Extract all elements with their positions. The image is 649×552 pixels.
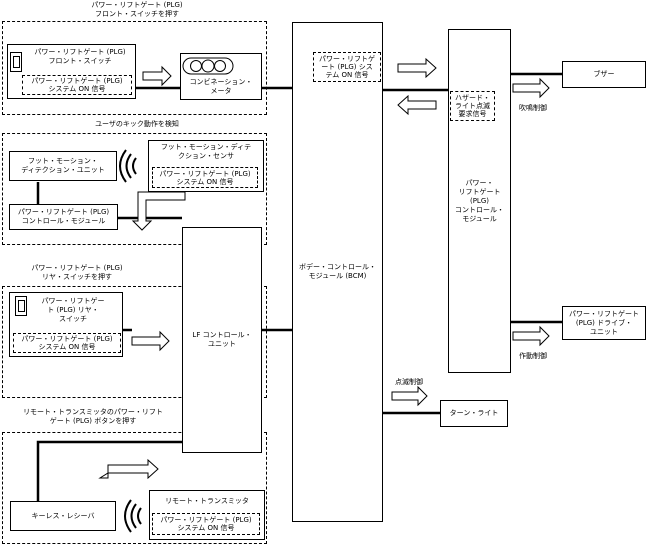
hazard-request-signal: ハザード・ ライト点滅 要求信号 bbox=[450, 91, 495, 121]
remote-group-caption: リモート・トランスミッタのパワー・リフト ゲート (PLG) ボタンを押す bbox=[23, 408, 163, 425]
rear-switch-group-caption: パワー・リフトゲート (PLG) リヤ・スイッチを押す bbox=[31, 264, 123, 281]
rear-switch-label: パワー・リフトゲー ト (PLG) リヤ・ スイッチ bbox=[41, 297, 105, 323]
kick-group-caption: ユーザのキック動作を検知 bbox=[95, 120, 179, 128]
arrow-icon bbox=[131, 330, 170, 352]
plg-control-module-right: パワー・ リフトゲート (PLG) コントロール・ モジュール bbox=[448, 29, 511, 373]
buzzer-control-label: 吹鳴制御 bbox=[519, 104, 547, 112]
drive-control-label: 作動制御 bbox=[519, 352, 547, 360]
blink-control-label: 点滅制御 bbox=[395, 378, 423, 386]
arrow-icon bbox=[391, 385, 428, 407]
front-switch-group bbox=[2, 21, 267, 115]
arrow-icon bbox=[512, 325, 550, 347]
arrow-icon bbox=[397, 94, 437, 116]
arrow-icon bbox=[512, 77, 550, 99]
plg-drive-unit: パワー・リフトゲート (PLG) ドライブ・ ユニット bbox=[562, 306, 646, 340]
remote-group bbox=[2, 432, 267, 544]
combination-meter-label: コンビネーション・ メータ bbox=[189, 78, 253, 95]
arrow-icon bbox=[98, 458, 159, 480]
turn-light: ターン・ライト bbox=[440, 400, 508, 427]
arrow-icon bbox=[397, 57, 437, 79]
arrow-icon bbox=[142, 65, 172, 87]
plg-control-module-left: パワー・リフトゲート (PLG) コントロール・モジュール bbox=[9, 204, 118, 230]
foot-signal: パワー・リフトゲート (PLG) システム ON 信号 bbox=[152, 167, 258, 188]
kick-group bbox=[2, 133, 267, 245]
switch-icon bbox=[10, 52, 22, 72]
front-switch-group-caption: パワー・リフトゲート (PLG) フロント・スイッチを押す bbox=[91, 1, 183, 18]
foot-motion-unit: フット・モーション・ ディテクション・ユニット bbox=[9, 151, 117, 181]
arrow-icon bbox=[131, 191, 186, 231]
foot-motion-sensor-label: フット・モーション・ディテ クション・センサ bbox=[160, 143, 252, 160]
keyless-receiver: キーレス・レシーバ bbox=[10, 501, 116, 531]
front-signal: パワー・リフトゲート (PLG) システム ON 信号 bbox=[22, 75, 132, 95]
lf-control-unit: LF コントロール・ ユニット bbox=[182, 227, 262, 453]
remote-transmitter-label: リモート・トランスミッタ bbox=[165, 497, 249, 505]
bcm-plg-signal: パワー・リフトゲ ート (PLG) シス テム ON 信号 bbox=[313, 52, 381, 82]
signal-wave-icon bbox=[124, 499, 142, 533]
remote-signal: パワー・リフトゲート (PLG) システム ON 信号 bbox=[152, 513, 260, 535]
signal-wave-icon bbox=[119, 149, 137, 183]
rear-switch-icon bbox=[15, 296, 27, 316]
front-switch-label: パワー・リフトゲート (PLG) フロント・スイッチ bbox=[34, 48, 126, 65]
body-control-module: ボデー・コントロール・ モジュール (BCM) bbox=[292, 22, 383, 522]
gauge-cluster-icon bbox=[182, 57, 234, 75]
buzzer: ブザー bbox=[562, 61, 646, 88]
rear-signal: パワー・リフトゲート (PLG) システム ON 信号 bbox=[13, 333, 121, 353]
rear-switch-group bbox=[2, 286, 267, 398]
